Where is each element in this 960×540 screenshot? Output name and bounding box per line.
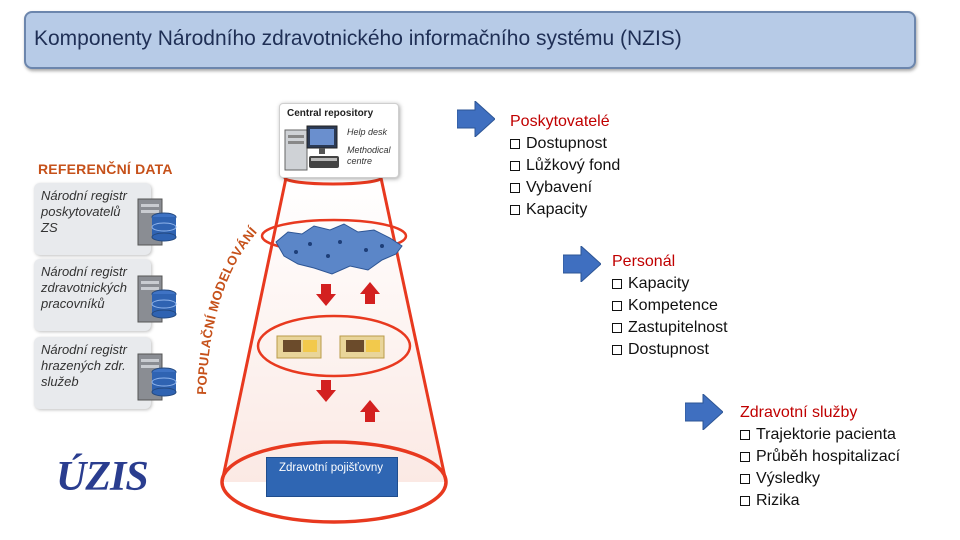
list-item: Kompetence <box>612 295 728 317</box>
register-line: Národní registr <box>41 264 127 279</box>
checkbox-bullet-icon <box>740 474 750 484</box>
checkbox-bullet-icon <box>740 496 750 506</box>
list-item: Kapacity <box>612 273 728 295</box>
register-line: pracovníků <box>41 296 105 311</box>
list-item: Lůžkový fond <box>510 155 620 177</box>
checkbox-bullet-icon <box>740 452 750 462</box>
list-item: Rizika <box>740 490 900 512</box>
checkbox-bullet-icon <box>740 430 750 440</box>
help-desk-label: Help desk <box>347 127 388 137</box>
list-item-text: Výsledky <box>756 470 821 487</box>
register-line: poskytovatelů <box>41 204 121 219</box>
list-item-text: Průběh hospitalizací <box>756 448 901 465</box>
register-personnel-box <box>34 259 151 331</box>
server-database-icon <box>137 353 177 401</box>
checkbox-bullet-icon <box>612 345 622 355</box>
list-item-text: Kapacity <box>628 275 690 292</box>
server-database-icon <box>137 275 177 323</box>
reference-data-heading: REFERENČNÍ DATA <box>38 161 173 177</box>
uzis-logo: ÚZIS <box>56 454 149 500</box>
arrow-down-icon <box>316 284 336 306</box>
list-item-text: Kompetence <box>628 297 718 314</box>
services-heading: Zdravotní služby <box>740 404 858 421</box>
arrow-right-icon <box>563 246 601 282</box>
list-item: Trajektorie pacienta <box>740 424 900 446</box>
register-line: ZS <box>41 220 58 235</box>
arrow-right-icon <box>685 394 723 430</box>
arrow-down-icon <box>316 380 336 402</box>
checkbox-bullet-icon <box>510 183 520 193</box>
providers-list: Poskytovatelé Dostupnost Lůžkový fond Vy… <box>510 111 620 221</box>
register-line: služeb <box>41 374 79 389</box>
server-database-icon <box>137 198 177 246</box>
list-item: Dostupnost <box>510 133 620 155</box>
register-services-box <box>34 337 151 409</box>
computer-server-icon <box>284 125 339 171</box>
providers-heading: Poskytovatelé <box>510 113 610 130</box>
czech-map-image <box>275 223 403 275</box>
list-item-text: Zastupitelnost <box>628 319 728 336</box>
list-item-text: Dostupnost <box>628 341 709 358</box>
office-image <box>339 335 385 359</box>
office-image <box>276 335 322 359</box>
title-banner <box>24 11 916 69</box>
arrow-up-icon <box>360 400 380 422</box>
register-line: Národní registr <box>41 188 127 203</box>
checkbox-bullet-icon <box>612 279 622 289</box>
checkbox-bullet-icon <box>510 139 520 149</box>
list-item: Dostupnost <box>612 339 728 361</box>
list-item-text: Dostupnost <box>526 135 607 152</box>
list-item: Výsledky <box>740 468 900 490</box>
register-providers-text: Národní registr poskytovatelů ZS <box>41 188 127 236</box>
list-item: Zastupitelnost <box>612 317 728 339</box>
list-item-text: Lůžkový fond <box>526 157 621 174</box>
methodical-centre-label: Methodical centre <box>347 145 391 166</box>
checkbox-bullet-icon <box>612 323 622 333</box>
list-item: Vybavení <box>510 177 620 199</box>
list-item-text: Rizika <box>756 492 800 509</box>
register-line: hrazených zdr. <box>41 358 126 373</box>
checkbox-bullet-icon <box>510 205 520 215</box>
register-providers-box <box>34 183 151 255</box>
arrow-up-icon <box>360 282 380 304</box>
central-repository-title: Central repository <box>287 108 374 119</box>
register-services-text: Národní registr hrazených zdr. služeb <box>41 342 127 390</box>
arrow-right-icon <box>457 101 495 137</box>
personnel-list: Personál Kapacity Kompetence Zastupiteln… <box>612 251 728 361</box>
insurers-label: Zdravotní pojišťovny <box>278 462 384 474</box>
checkbox-bullet-icon <box>510 161 520 171</box>
list-item-text: Trajektorie pacienta <box>756 426 896 443</box>
register-personnel-text: Národní registr zdravotnických pracovník… <box>41 264 127 312</box>
list-item: Průběh hospitalizací <box>740 446 900 468</box>
list-item: Kapacity <box>510 199 620 221</box>
list-item-text: Vybavení <box>526 179 593 196</box>
insurers-box <box>266 457 398 497</box>
list-item-text: Kapacity <box>526 201 588 218</box>
register-line: zdravotnických <box>41 280 127 295</box>
personnel-heading: Personál <box>612 253 676 270</box>
page-title: Komponenty Národního zdravotnického info… <box>34 27 682 50</box>
services-list: Zdravotní služby Trajektorie pacienta Pr… <box>740 402 900 512</box>
register-line: Národní registr <box>41 342 127 357</box>
checkbox-bullet-icon <box>612 301 622 311</box>
